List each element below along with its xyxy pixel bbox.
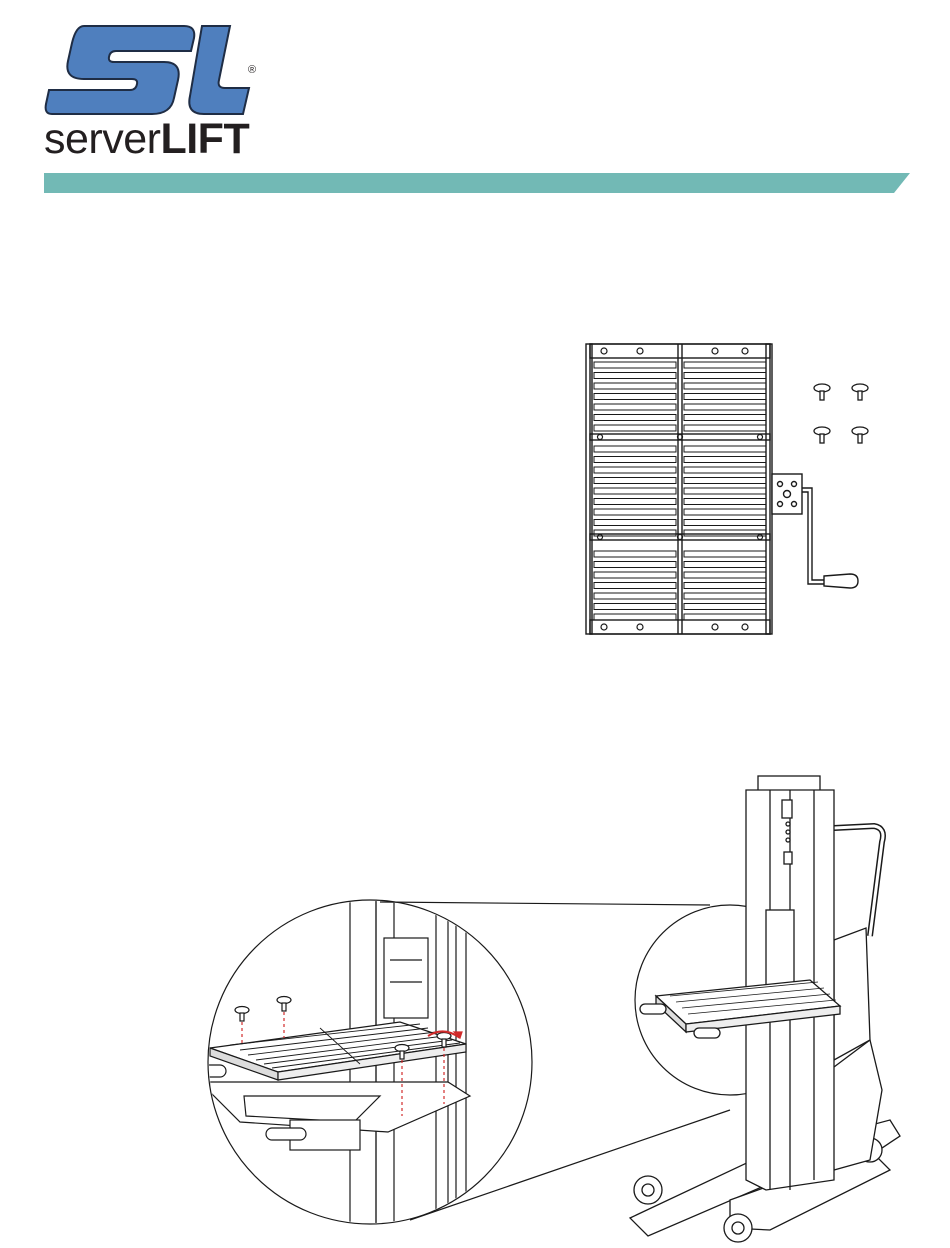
shelf-kit-parts-illustration <box>580 338 870 643</box>
roller <box>684 551 766 557</box>
roller <box>594 562 676 568</box>
roller <box>684 383 766 389</box>
roller <box>594 509 676 515</box>
roller <box>594 446 676 452</box>
roller <box>594 614 676 620</box>
roller <box>684 404 766 410</box>
roller <box>594 593 676 599</box>
roller <box>684 583 766 589</box>
roller <box>684 520 766 526</box>
roller <box>594 583 676 589</box>
roller <box>684 562 766 568</box>
roller <box>594 488 676 494</box>
roller <box>684 446 766 452</box>
roller <box>594 457 676 463</box>
header-accent-bar <box>44 173 910 193</box>
roller <box>594 499 676 505</box>
roller <box>684 478 766 484</box>
roller <box>684 499 766 505</box>
roller <box>684 614 766 620</box>
brand-name-bold: LIFT <box>160 115 249 163</box>
roller <box>594 478 676 484</box>
roller <box>594 404 676 410</box>
lift-installation-illustration <box>170 760 910 1245</box>
roller <box>594 425 676 431</box>
roller <box>684 415 766 421</box>
roller <box>594 394 676 400</box>
roller <box>594 467 676 473</box>
roller <box>684 604 766 610</box>
roller <box>684 467 766 473</box>
roller <box>684 572 766 578</box>
roller <box>594 572 676 578</box>
roller <box>594 530 676 536</box>
roller <box>594 383 676 389</box>
roller <box>684 509 766 515</box>
roller <box>684 593 766 599</box>
roller <box>594 415 676 421</box>
roller <box>684 373 766 379</box>
roller <box>684 488 766 494</box>
roller <box>594 362 676 368</box>
brand-name-light: server <box>44 115 160 163</box>
roller <box>594 604 676 610</box>
roller <box>594 373 676 379</box>
roller <box>594 520 676 526</box>
registered-mark: ® <box>248 64 256 76</box>
roller <box>684 394 766 400</box>
roller <box>594 551 676 557</box>
roller <box>684 457 766 463</box>
roller <box>684 362 766 368</box>
roller <box>684 530 766 536</box>
roller <box>684 425 766 431</box>
brand-name: serverLIFT <box>44 116 249 162</box>
